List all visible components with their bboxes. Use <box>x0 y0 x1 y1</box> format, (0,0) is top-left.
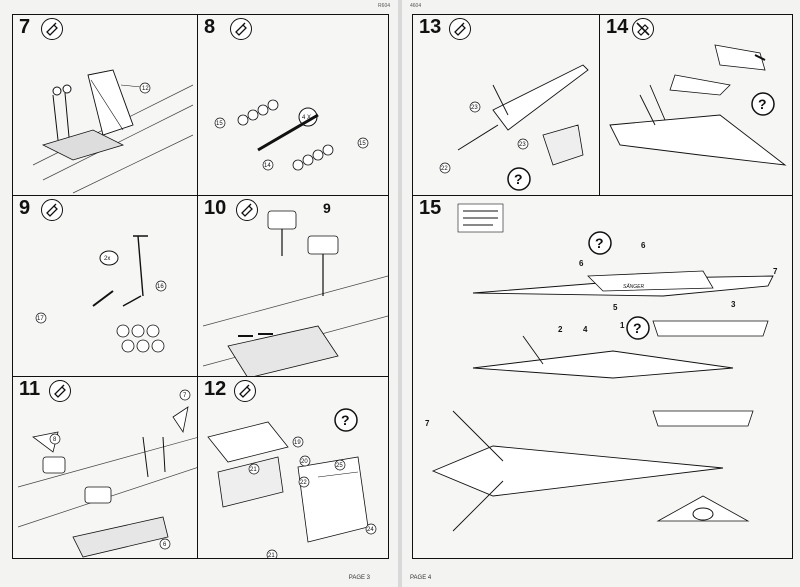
part-callout: 14 <box>264 163 271 169</box>
step-11-panel: 11 7 8 6 <box>12 376 198 559</box>
callout: 7 <box>773 267 778 276</box>
svg-text:?: ? <box>595 235 604 251</box>
callout: 1 <box>620 321 625 330</box>
part-callout: 23 <box>519 142 526 148</box>
part-callout: 20 <box>301 459 308 465</box>
part-callout: 22 <box>441 166 448 172</box>
step-12-panel: 12 ? 19 20 21 22 25 24 21 <box>197 376 389 559</box>
callout: 5 <box>613 303 618 312</box>
callout: 3 <box>731 300 736 309</box>
step-number: 10 <box>204 197 227 219</box>
svg-text:?: ? <box>633 320 642 336</box>
question-balloon-icon <box>507 167 531 191</box>
step-14-drawing: ? <box>609 44 787 166</box>
page-number: PAGE 4 <box>410 575 432 581</box>
glue-tube-icon <box>234 380 256 402</box>
instruction-page-right: 4604 13 ? 23 23 22 14 <box>402 0 800 587</box>
step-10-panel: 10 9 <box>197 195 389 377</box>
page-code: 4604 <box>410 3 422 9</box>
glue-tube-icon <box>41 199 63 221</box>
part-callout: 17 <box>37 316 44 322</box>
page-number: PAGE 3 <box>348 575 370 581</box>
instruction-page-left: R604 7 12 8 4 X <box>0 0 398 587</box>
ref-step: 9 <box>323 200 331 216</box>
step-7-drawing: 12 <box>32 69 194 194</box>
step-15-drawing: SÄNGER ? ? 6 6 2 4 5 3 1 7 7 <box>425 203 778 532</box>
no-glue-icon <box>632 18 654 40</box>
callout: 4 <box>583 325 588 334</box>
callout: 7 <box>425 419 430 428</box>
multiplier-label: 2x <box>104 256 110 262</box>
part-callout: 15 <box>216 121 223 127</box>
step-9-drawing: 2x 16 17 <box>35 235 167 353</box>
callout: 6 <box>579 259 584 268</box>
page-gutter <box>398 0 402 587</box>
step-number: 7 <box>19 16 31 38</box>
page-code: R604 <box>378 3 390 9</box>
step-number: 14 <box>606 16 629 38</box>
step-11-drawing: 7 8 6 <box>17 389 197 558</box>
glue-tube-icon <box>41 18 63 40</box>
step-8-drawing: 4 X 15 14 15 <box>214 99 369 171</box>
part-callout: 23 <box>471 105 478 111</box>
part-callout: 12 <box>142 86 149 92</box>
callout: 2 <box>558 325 563 334</box>
step-9-panel: 9 2x 16 17 <box>12 195 198 377</box>
question-balloon-icon <box>626 316 650 340</box>
part-callout: 21 <box>250 467 257 473</box>
step-14-panel: 14 ? <box>599 14 793 196</box>
part-callout: 19 <box>294 440 301 446</box>
part-callout: 22 <box>300 480 307 486</box>
step-10-drawing: 9 <box>202 200 388 376</box>
glue-tube-icon <box>236 199 258 221</box>
part-callout: 16 <box>157 284 164 290</box>
part-callout: 24 <box>367 527 374 533</box>
step-number: 11 <box>19 378 41 400</box>
part-callout: 6 <box>163 542 167 548</box>
multiplier-label: 4 X <box>302 115 311 121</box>
svg-text:?: ? <box>341 412 350 428</box>
svg-text:?: ? <box>514 171 523 187</box>
part-callout: 15 <box>359 141 366 147</box>
step-8-panel: 8 4 X 15 14 15 <box>197 14 389 196</box>
step-13-drawing: ? 23 23 22 <box>439 64 589 191</box>
step-number: 13 <box>419 16 442 38</box>
glue-tube-icon <box>230 18 252 40</box>
glue-tube-icon <box>49 380 71 402</box>
step-number: 15 <box>419 197 442 219</box>
part-callout: 8 <box>53 437 57 443</box>
part-callout: 25 <box>336 463 343 469</box>
step-15-panel: 15 SÄNGER ? ? 6 6 2 4 <box>412 195 793 559</box>
callout: 6 <box>641 241 646 250</box>
part-callout: 7 <box>183 393 187 399</box>
step-12-drawing: ? 19 20 21 22 25 24 21 <box>207 408 377 559</box>
step-number: 12 <box>204 378 227 400</box>
step-number: 8 <box>204 16 216 38</box>
decal-text: SÄNGER <box>623 283 645 290</box>
step-7-panel: 7 12 <box>12 14 198 196</box>
glue-tube-icon <box>449 18 471 40</box>
question-balloon-icon <box>588 231 612 255</box>
question-balloon-icon <box>334 408 358 432</box>
part-callout: 21 <box>268 553 275 559</box>
svg-text:?: ? <box>758 96 767 112</box>
step-number: 9 <box>19 197 31 219</box>
step-13-panel: 13 ? 23 23 22 <box>412 14 600 196</box>
question-balloon-icon <box>751 92 775 116</box>
